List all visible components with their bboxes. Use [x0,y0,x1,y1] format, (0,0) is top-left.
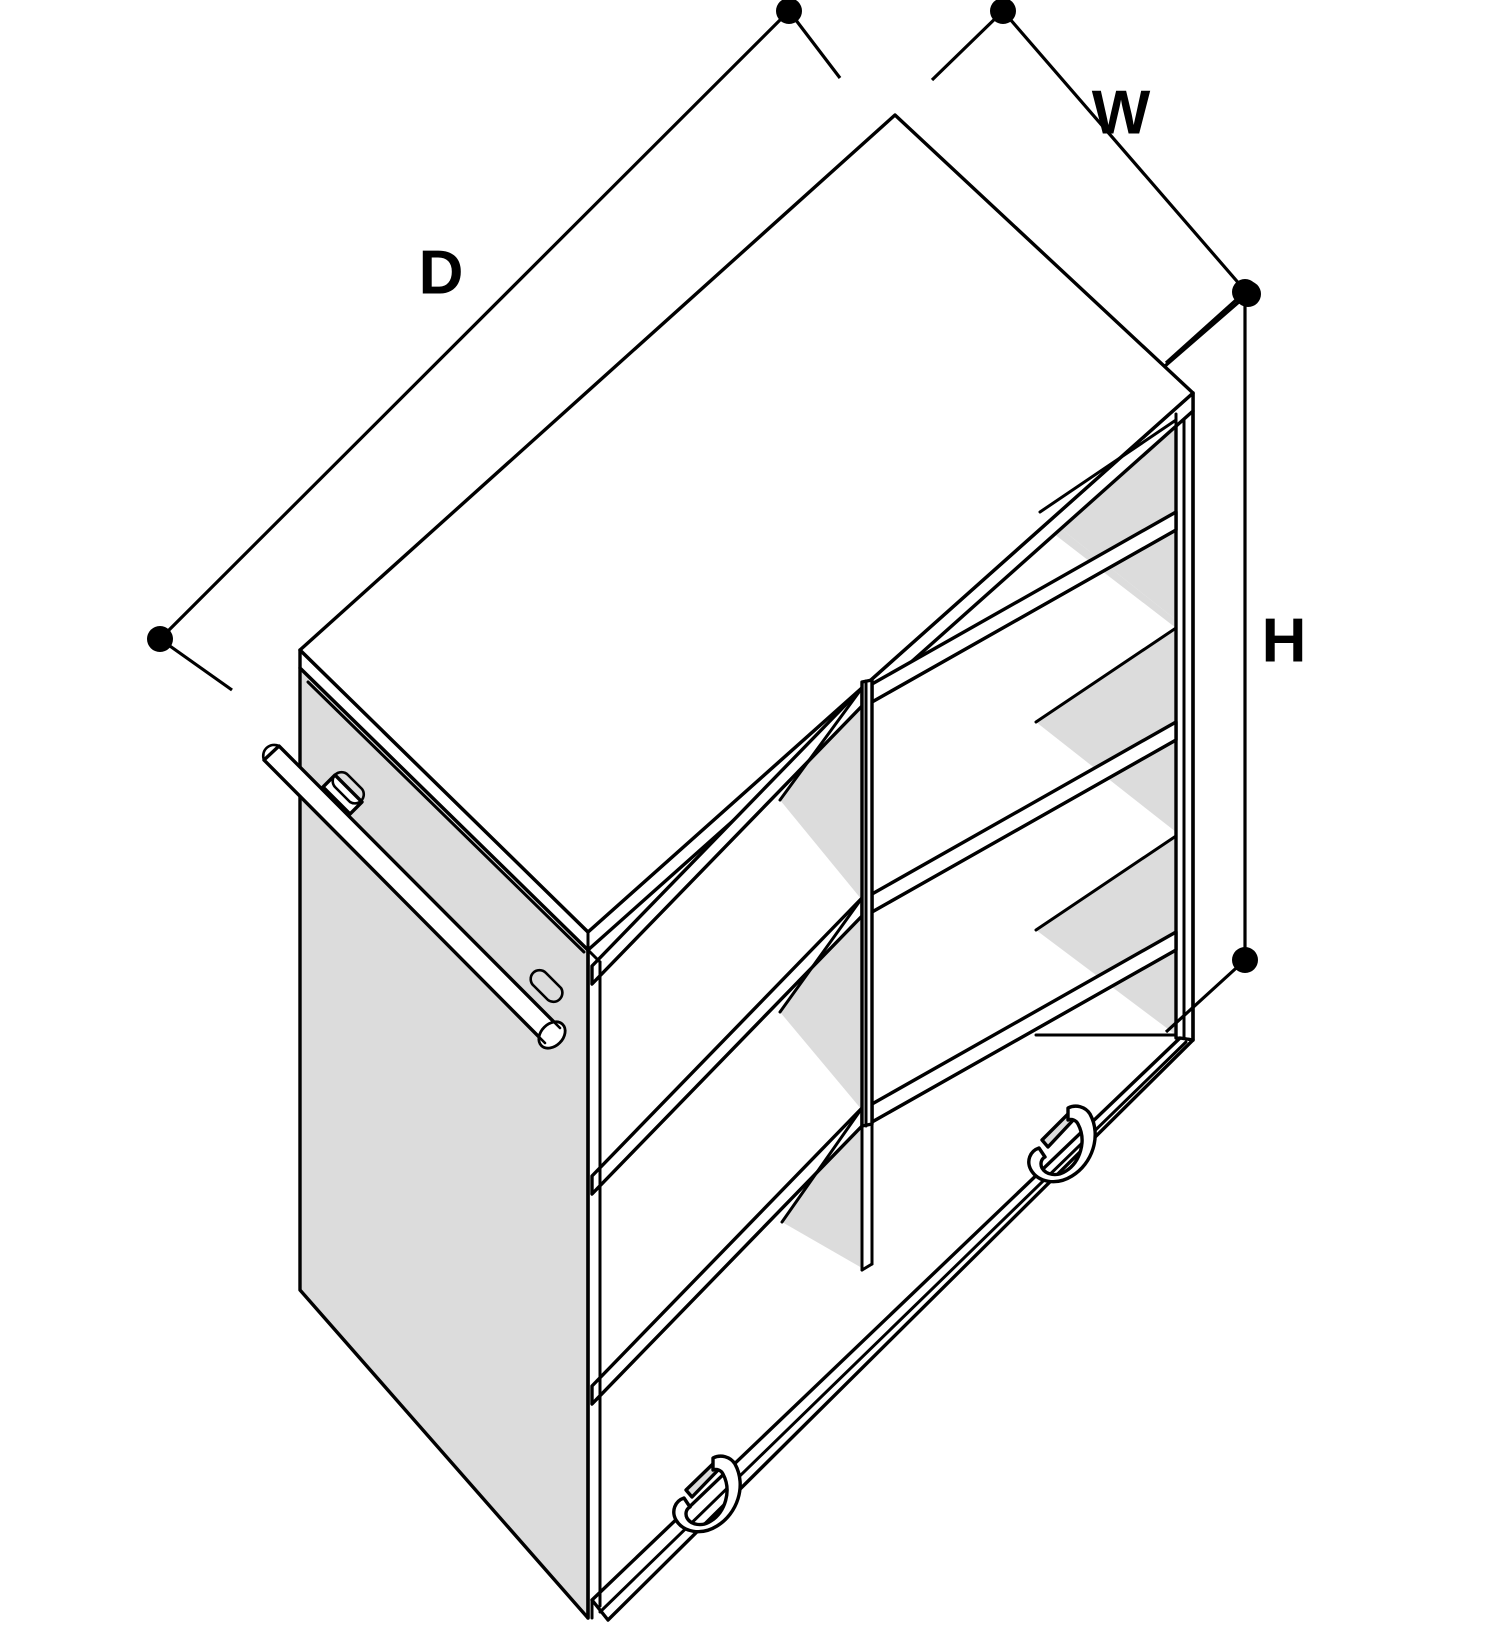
right-side-panel [1174,391,1195,1042]
base-panel [590,1033,1195,1622]
right-rear-stile [1174,409,1195,1042]
height-extension-line-top [1164,290,1247,365]
width-dimension-line [1001,9,1250,296]
dimension-depth: D [147,0,842,692]
dimension-height: H [1164,279,1307,1034]
height-label: H [1262,606,1307,675]
depth-dimension-line [158,9,791,641]
width-extension-line-bottom [1163,292,1250,368]
width-label: W [1092,78,1151,147]
push-handle [261,743,567,1050]
caster-rear [1027,1104,1097,1184]
height-extension-line-bottom [1164,958,1247,1034]
height-endpoint-dot-bottom [1232,947,1258,973]
depth-endpoint-dot-left [147,626,173,652]
width-extension-line-top [930,9,1005,82]
depth-extension-line-right [787,10,842,79]
shelf-upper [590,418,1178,986]
center-divider-panel [860,678,874,1272]
depth-label: D [419,238,464,307]
caster-front [672,1454,742,1534]
front-left-stile [586,948,602,1620]
height-endpoint-dot-top [1232,279,1258,305]
depth-extension-line-left [159,637,233,692]
depth-endpoint-dot-right [776,0,802,24]
width-endpoint-dot-top [990,0,1016,24]
cart-body [261,113,1195,1622]
